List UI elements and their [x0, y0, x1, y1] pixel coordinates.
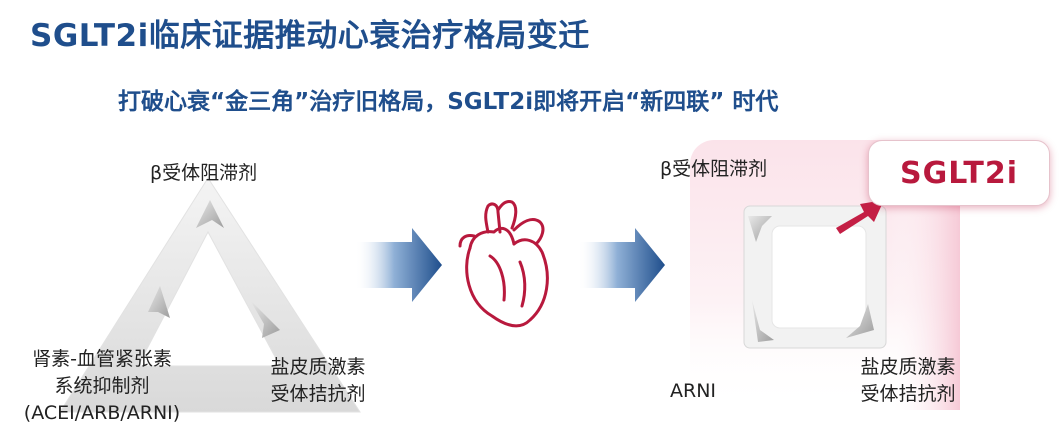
heart-icon [458, 200, 549, 328]
sglt2i-highlight-box: SGLT2i [868, 140, 1050, 206]
chevron-top-left-icon [748, 216, 772, 242]
left-bottom-left-line-2: 系统抑制剂 [54, 375, 150, 397]
chevron-bottom-left-icon [752, 300, 774, 342]
left-top-label: β受体阻滞剂 [150, 162, 258, 184]
chevron-bottom-right-icon [846, 304, 874, 338]
left-bottom-left-label: 肾素-血管紧张素 系统抑制剂 (ACEI/ARB/ARNI) [12, 346, 192, 427]
arrow-right-icon [355, 228, 442, 302]
left-bottom-left-line-1: 肾素-血管紧张素 [32, 348, 172, 370]
right-top-label: β受体阻滞剂 [660, 158, 768, 180]
left-bottom-left-line-3: (ACEI/ARB/ARNI) [23, 402, 181, 424]
right-bottom-right-line-2: 受体拮抗剂 [860, 383, 956, 405]
left-bottom-right-line-1: 盐皮质激素 [270, 356, 366, 378]
page-title: SGLT2i临床证据推动心衰治疗格局变迁 [30, 18, 590, 54]
right-bottom-left-label: ARNI [670, 380, 717, 402]
chevron-right-icon [250, 300, 280, 338]
arrow-right-icon [578, 228, 665, 302]
left-triangle [59, 177, 361, 413]
right-bottom-right-line-1: 盐皮质激素 [860, 356, 956, 378]
right-square [743, 200, 887, 349]
left-bottom-right-label: 盐皮质激素 受体拮抗剂 [266, 354, 370, 408]
right-bottom-right-label: 盐皮质激素 受体拮抗剂 [856, 354, 960, 408]
chevron-top-icon [196, 200, 224, 228]
sglt2i-label: SGLT2i [899, 155, 1018, 191]
arrow-up-right-icon [836, 200, 884, 234]
page-subtitle: 打破心衰“金三角”治疗旧格局，SGLT2i即将开启“新四联” 时代 [118, 89, 779, 115]
left-bottom-right-line-2: 受体拮抗剂 [270, 383, 366, 405]
chevron-left-icon [148, 286, 170, 318]
